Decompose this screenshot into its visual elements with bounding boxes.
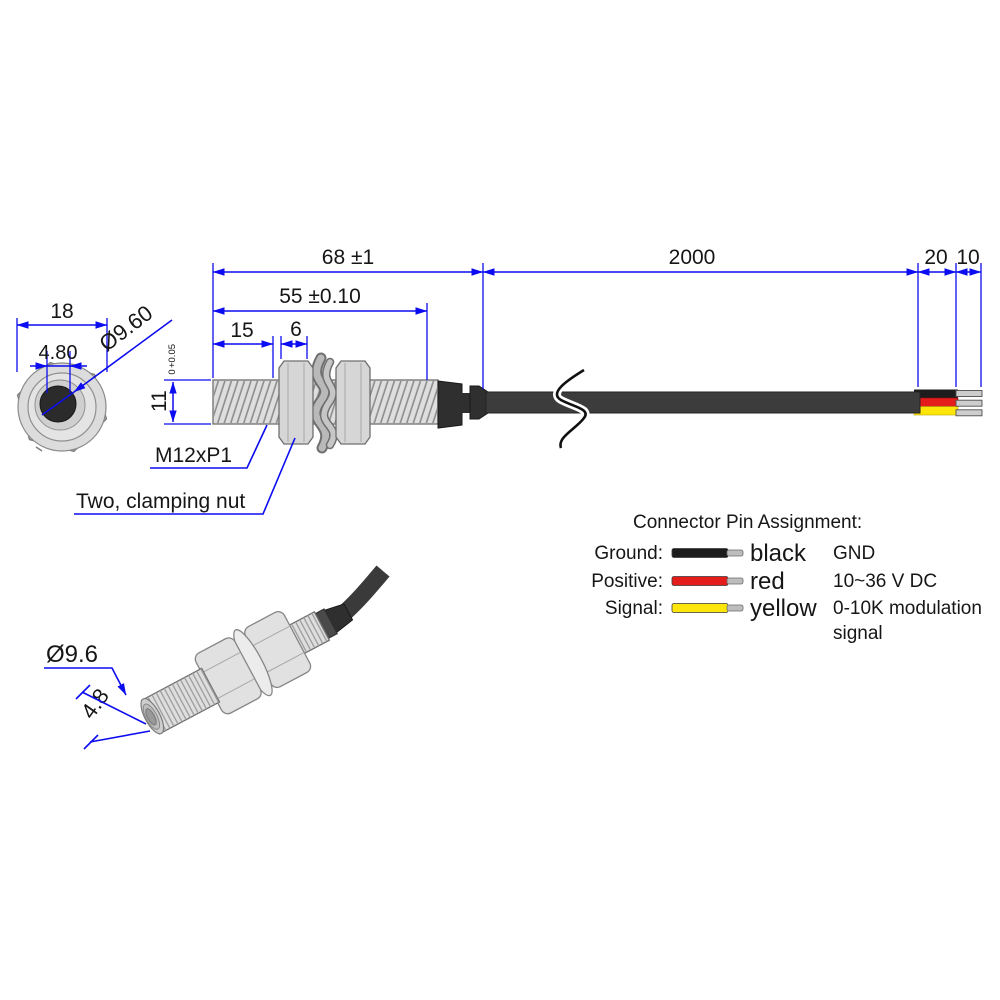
side-view-dimensions: 68 ±1 2000 20 10 55 ±0.10 15 6 11 +0.05 … bbox=[74, 246, 982, 515]
wire-color-name: yellow bbox=[750, 595, 817, 622]
dim-10-text: 10 bbox=[956, 246, 979, 269]
wire-yellow bbox=[913, 406, 959, 416]
front-notch bbox=[35, 446, 43, 452]
lens-dia-text: Ø9.60 bbox=[94, 300, 157, 356]
pin-function-label: Ground: bbox=[594, 543, 663, 564]
wire-swatch-red bbox=[671, 576, 729, 586]
front-view: 18 4.80 Ø9.60 bbox=[16, 300, 173, 453]
pin-description-line2: signal bbox=[833, 623, 883, 644]
wire-swatch-yellow bbox=[671, 603, 729, 613]
wire-color-name: black bbox=[750, 540, 807, 567]
persp-nut2-facet-b bbox=[265, 652, 304, 674]
pin-function-label: Positive: bbox=[591, 571, 663, 592]
cable-jacket bbox=[485, 391, 921, 414]
wire-swatch-red-tip bbox=[726, 577, 744, 585]
dim-6-text: 6 bbox=[290, 318, 302, 341]
persp-bore-tick-2 bbox=[83, 734, 99, 750]
nut-leader bbox=[74, 437, 296, 515]
persp-bore-text: 4.8 bbox=[76, 684, 114, 723]
clamping-nut-1 bbox=[278, 360, 314, 445]
dim-68-text: 68 ±1 bbox=[322, 246, 374, 269]
persp-nut1-facet-b bbox=[216, 678, 255, 700]
dim-11-text: 11 bbox=[148, 390, 171, 412]
wire-black bbox=[914, 389, 958, 398]
spring-washer2 bbox=[321, 359, 337, 448]
tinned-end-mid bbox=[955, 399, 983, 407]
dim-18-text: 18 bbox=[50, 300, 73, 323]
persp-bore-leader-1 bbox=[81, 691, 147, 725]
persp-tip-bore bbox=[145, 708, 157, 726]
nut-label: Two, clamping nut bbox=[76, 490, 245, 513]
persp-bore-leader-2 bbox=[89, 730, 151, 743]
pin-row-positive: Positive: red 10~36 V DC bbox=[591, 568, 937, 595]
rear-connector-block bbox=[437, 380, 463, 429]
rear-connector-bridge bbox=[460, 393, 472, 413]
dim-480-text: 4.80 bbox=[39, 342, 78, 364]
pin-assignment-table: Connector Pin Assignment: Ground: black … bbox=[591, 512, 982, 644]
lens-dia-leader bbox=[73, 319, 173, 393]
perspective-view: Ø9.6 4.8 bbox=[44, 565, 390, 750]
wire-color-name: red bbox=[750, 568, 785, 595]
wire-swatch-yellow-tip bbox=[726, 604, 744, 612]
tinned-end-top bbox=[955, 390, 983, 397]
wire-swatch-black-tip bbox=[726, 549, 744, 557]
dim-11-tol-upper: +0.05 bbox=[167, 344, 178, 368]
pin-assignment-title: Connector Pin Assignment: bbox=[633, 512, 862, 533]
lens-dia-leader-tail bbox=[41, 391, 75, 416]
cable-break-squiggle bbox=[555, 368, 587, 449]
persp-nut2-facet-a bbox=[251, 625, 290, 647]
pin-description: GND bbox=[833, 543, 875, 564]
wire-swatch-black bbox=[671, 548, 729, 558]
pin-row-ground: Ground: black GND bbox=[594, 540, 875, 567]
dim-55-text: 55 ±0.10 bbox=[279, 285, 361, 308]
pin-function-label: Signal: bbox=[605, 598, 663, 619]
persp-bore-tick-1 bbox=[75, 684, 91, 700]
rear-connector-taper bbox=[469, 385, 489, 420]
dim-15-text: 15 bbox=[230, 319, 253, 342]
persp-dia-text: Ø9.6 bbox=[46, 641, 98, 668]
thread-label: M12xP1 bbox=[155, 444, 232, 467]
side-view bbox=[212, 352, 983, 454]
wire-red bbox=[913, 397, 959, 407]
dim-2000-text: 2000 bbox=[669, 246, 716, 269]
persp-dia-leader bbox=[44, 667, 127, 696]
pin-description: 0-10K modulation bbox=[833, 598, 982, 619]
spring-washer bbox=[312, 354, 330, 452]
thread-leader bbox=[150, 424, 268, 469]
clamping-nut-2 bbox=[335, 360, 371, 445]
pin-description: 10~36 V DC bbox=[833, 571, 937, 592]
persp-nut1-facet-a bbox=[202, 652, 240, 673]
pin-row-signal: Signal: yellow 0-10K modulation signal bbox=[605, 595, 982, 644]
dim-11-tol-lower: 0 bbox=[167, 369, 178, 374]
tinned-end-bottom bbox=[955, 409, 983, 417]
dim-20-text: 20 bbox=[924, 246, 947, 269]
